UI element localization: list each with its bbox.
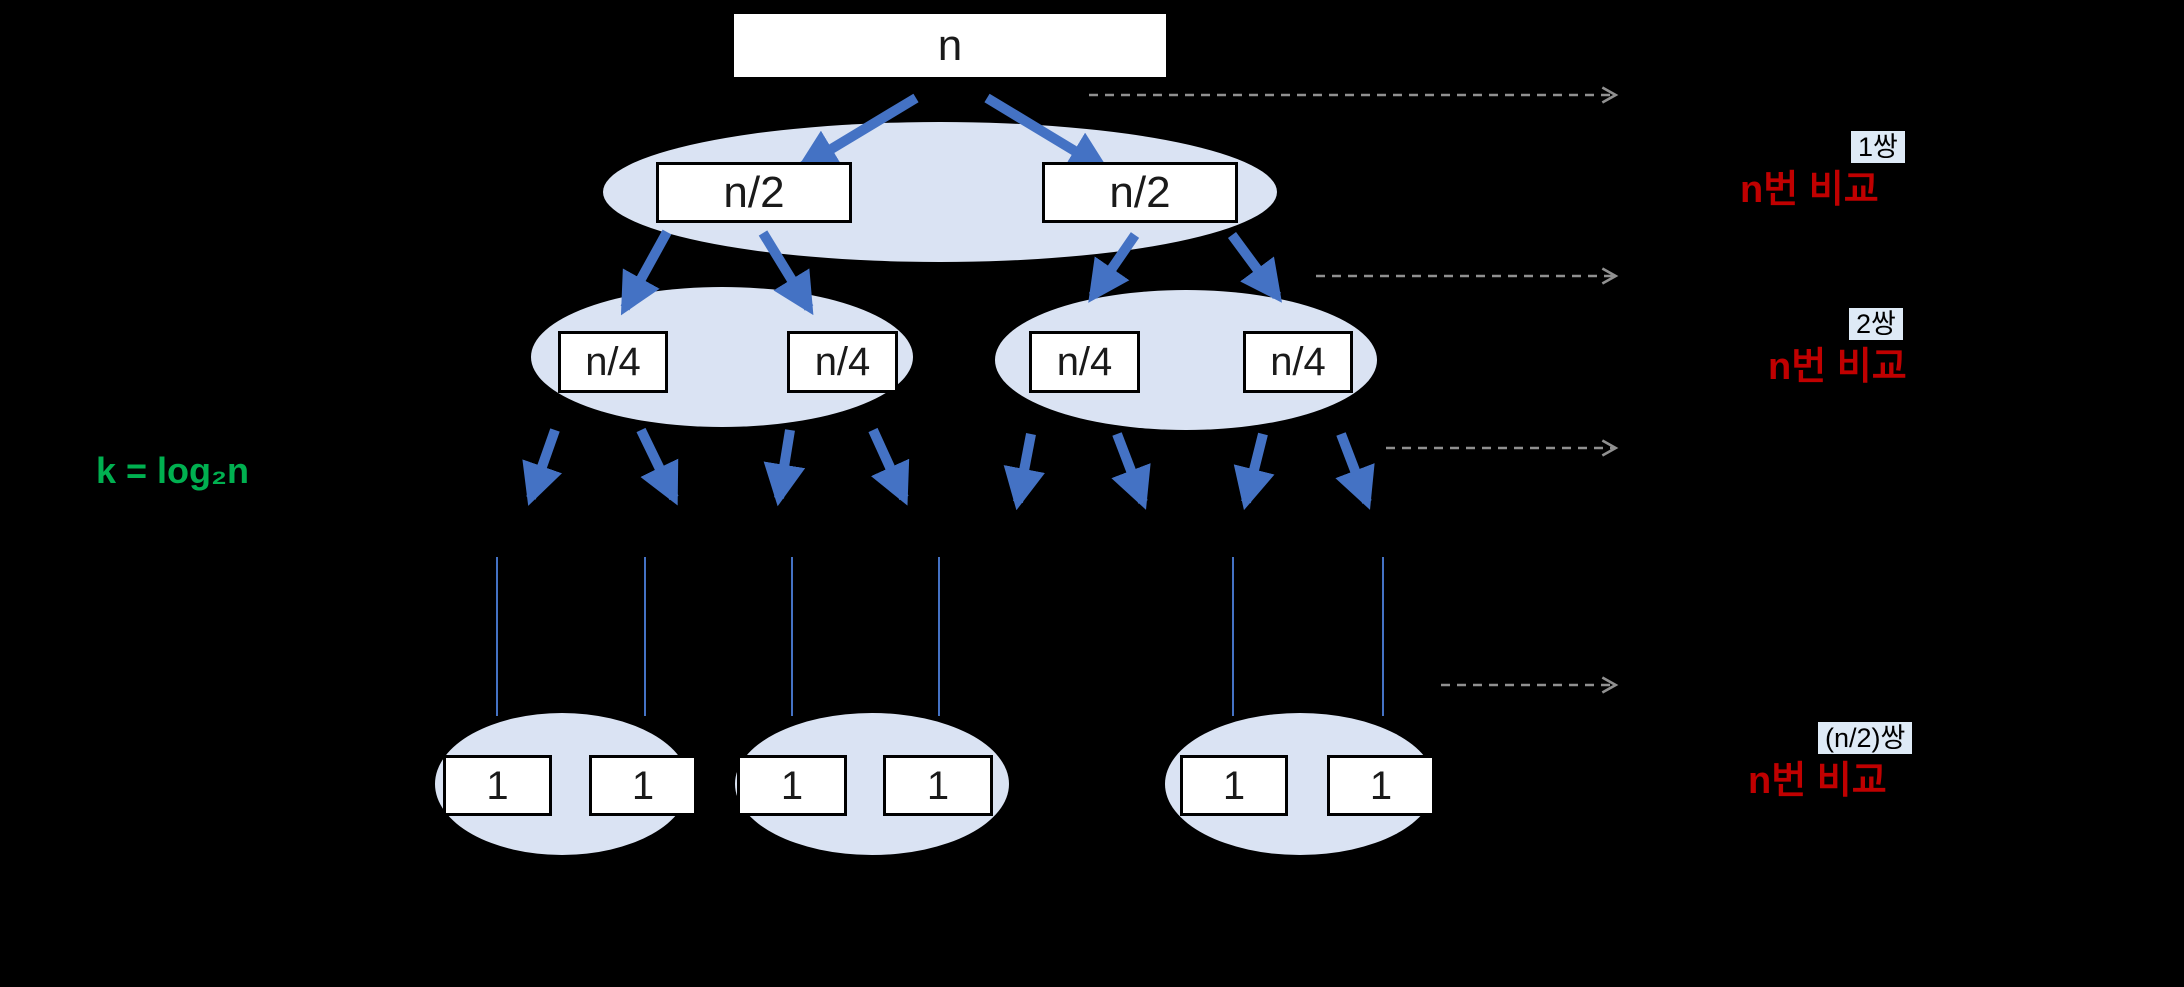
split-arrows-level3 <box>522 427 1375 511</box>
group-ellipse-leaf-3 <box>1165 713 1435 855</box>
node-leaf-2: 1 <box>589 755 697 816</box>
node-leaf-4: 1 <box>883 755 993 816</box>
group-ellipse-level2-right <box>995 290 1377 430</box>
pair-count-label-1: 1쌍 <box>1851 131 1905 163</box>
node-quarter-1: n/4 <box>558 331 668 393</box>
node-leaf-6: 1 <box>1327 755 1435 816</box>
node-half-left: n/2 <box>656 162 852 223</box>
node-root: n <box>731 11 1169 80</box>
group-ellipse-leaf-2 <box>735 713 1009 855</box>
node-half-right: n/2 <box>1042 162 1238 223</box>
node-quarter-4: n/4 <box>1243 331 1353 393</box>
node-leaf-1: 1 <box>443 755 552 816</box>
node-quarter-3: n/4 <box>1029 331 1140 393</box>
pair-count-label-2: 2쌍 <box>1849 308 1903 340</box>
comparison-label-1: n번 비교 <box>1740 169 1879 211</box>
group-ellipse-leaf-1 <box>435 713 689 855</box>
node-leaf-3: 1 <box>737 755 847 816</box>
pair-count-label-3: (n/2)쌍 <box>1818 722 1913 754</box>
split-arrows-level1 <box>795 93 1111 173</box>
depth-formula: k = log₂n <box>96 450 250 491</box>
split-arrows-level2 <box>620 229 1282 316</box>
level-dashed-arrows <box>1089 86 1619 694</box>
comparison-label-2: n번 비교 <box>1768 346 1907 388</box>
node-quarter-2: n/4 <box>787 331 898 393</box>
continuation-lines <box>496 557 1384 716</box>
node-leaf-5: 1 <box>1180 755 1288 816</box>
comparison-label-3: n번 비교 <box>1748 760 1887 802</box>
